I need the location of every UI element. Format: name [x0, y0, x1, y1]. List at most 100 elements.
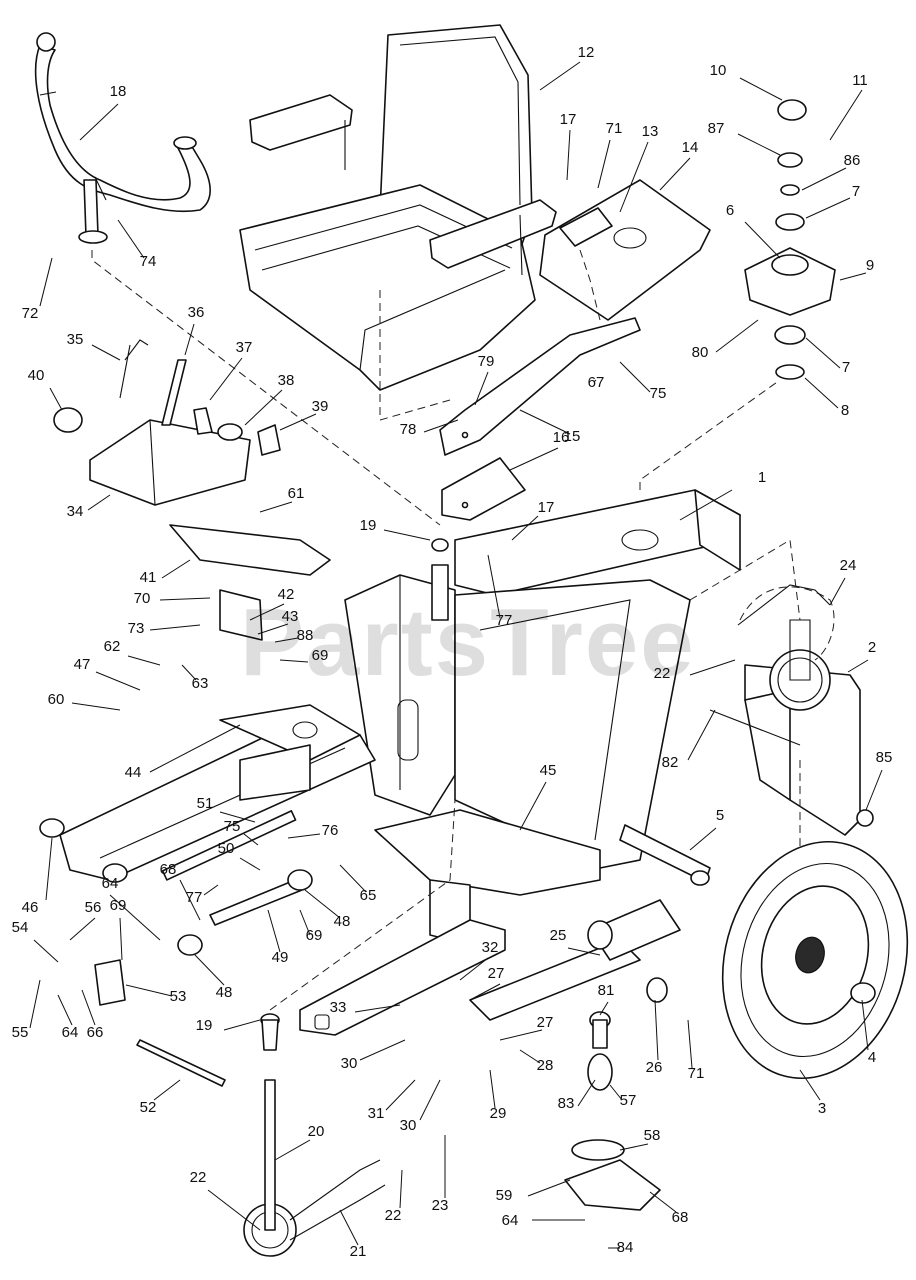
callout-leader-39 — [279, 413, 317, 431]
steering-shaft — [260, 538, 449, 1231]
seat — [239, 24, 557, 391]
callout-leader-33 — [354, 1004, 401, 1013]
callout-label-4: 4 — [868, 1049, 876, 1066]
callout-leader-74 — [117, 219, 145, 259]
callout-label-66: 66 — [87, 1024, 104, 1041]
callout-label-77: 77 — [186, 889, 203, 906]
callout-leader-71 — [687, 1019, 693, 1069]
callout-leader-10 — [739, 77, 783, 101]
callout-leader-32 — [459, 957, 489, 981]
callout-leader-77 — [487, 554, 501, 619]
callout-leader-17 — [511, 515, 539, 541]
callout-leader-73 — [149, 624, 201, 631]
callout-leader-63 — [181, 664, 197, 681]
callout-leader-15 — [519, 409, 571, 435]
callout-label-6: 6 — [726, 202, 734, 219]
callout-leader-69 — [279, 659, 309, 663]
callout-label-36: 36 — [188, 304, 205, 321]
callout-label-33: 33 — [330, 999, 347, 1016]
callout-label-13: 13 — [642, 123, 659, 140]
callout-label-49: 49 — [272, 949, 289, 966]
callout-label-22: 22 — [654, 665, 671, 682]
callout-leader-27 — [499, 1029, 543, 1041]
dash-box — [53, 407, 331, 641]
callout-label-68: 68 — [672, 1209, 689, 1226]
callout-leader-57 — [609, 1084, 623, 1101]
callout-label-81: 81 — [598, 982, 615, 999]
callout-label-53: 53 — [170, 988, 187, 1005]
callout-label-39: 39 — [312, 398, 329, 415]
callout-leader-68 — [649, 1191, 677, 1213]
callout-label-75: 75 — [224, 818, 241, 835]
callout-leader-41 — [161, 559, 191, 579]
callout-label-58: 58 — [644, 1127, 661, 1144]
callout-label-40: 40 — [28, 367, 45, 384]
callout-label-71: 71 — [606, 120, 623, 137]
callout-leader-65 — [339, 864, 367, 893]
callout-leader-2 — [847, 659, 869, 673]
callout-label-83: 83 — [558, 1095, 575, 1112]
caster — [564, 1011, 661, 1211]
callout-leader-68 — [179, 879, 201, 921]
callout-label-29: 29 — [490, 1105, 507, 1122]
callout-leader-43 — [257, 623, 289, 635]
callout-leader-14 — [659, 157, 691, 191]
callout-label-54: 54 — [12, 919, 29, 936]
callout-label-64: 64 — [102, 875, 119, 892]
seat-bracket-assembly — [439, 179, 711, 521]
callout-leader-87 — [737, 133, 781, 156]
callout-label-25: 25 — [550, 927, 567, 944]
callout-label-18: 18 — [110, 83, 127, 100]
callout-leader-8 — [804, 377, 839, 409]
callout-label-22: 22 — [385, 1207, 402, 1224]
callout-label-62: 62 — [104, 638, 121, 655]
callout-leader-50 — [239, 857, 261, 871]
callout-leader-48 — [304, 889, 341, 919]
callout-label-7: 7 — [852, 183, 860, 200]
callout-label-11: 11 — [852, 72, 868, 89]
callout-leader-37 — [209, 357, 243, 401]
callout-label-64: 64 — [62, 1024, 79, 1041]
callout-leader-55 — [29, 979, 41, 1029]
callout-label-7: 7 — [842, 359, 850, 376]
callout-leader-4 — [861, 999, 869, 1051]
linkage — [94, 810, 313, 1087]
callout-label-17: 17 — [560, 111, 577, 128]
callout-label-69: 69 — [306, 927, 323, 944]
callout-leader-61 — [259, 501, 293, 513]
callout-label-72: 72 — [22, 305, 39, 322]
callout-leader-6 — [744, 221, 781, 259]
callout-leader-20 — [274, 1139, 311, 1161]
callout-label-21: 21 — [350, 1243, 367, 1260]
callout-label-61: 61 — [288, 485, 305, 502]
wheel-assembly — [619, 664, 909, 1080]
callout-leader-44 — [149, 724, 241, 773]
callout-label-5: 5 — [716, 807, 724, 824]
callout-leader-56 — [69, 917, 96, 941]
callout-leader-17 — [566, 129, 571, 181]
callout-label-23: 23 — [432, 1197, 449, 1214]
callout-leader-7 — [805, 197, 851, 219]
callout-label-74: 74 — [140, 253, 157, 270]
callout-label-64: 64 — [502, 1212, 519, 1229]
callout-leader-70 — [159, 597, 211, 601]
callout-leader-62 — [127, 655, 161, 666]
callout-leader-38 — [244, 389, 283, 426]
callout-label-51: 51 — [197, 795, 214, 812]
callout-label-80: 80 — [692, 344, 709, 361]
callout-leader-82 — [687, 709, 716, 761]
callout-label-52: 52 — [140, 1099, 157, 1116]
callout-leader-36 — [184, 323, 195, 356]
callout-label-63: 63 — [192, 675, 209, 692]
callout-label-77: 77 — [496, 612, 513, 629]
callout-leader-26 — [654, 999, 659, 1061]
callout-label-12: 12 — [578, 44, 595, 61]
callout-leader-85 — [865, 769, 883, 811]
callout-leader-72 — [39, 257, 53, 307]
callout-label-86: 86 — [844, 152, 861, 169]
callout-label-37: 37 — [236, 339, 253, 356]
callout-label-17: 17 — [538, 499, 555, 516]
callout-label-31: 31 — [368, 1105, 385, 1122]
callout-leader-27 — [469, 983, 501, 1001]
controls — [119, 339, 281, 456]
